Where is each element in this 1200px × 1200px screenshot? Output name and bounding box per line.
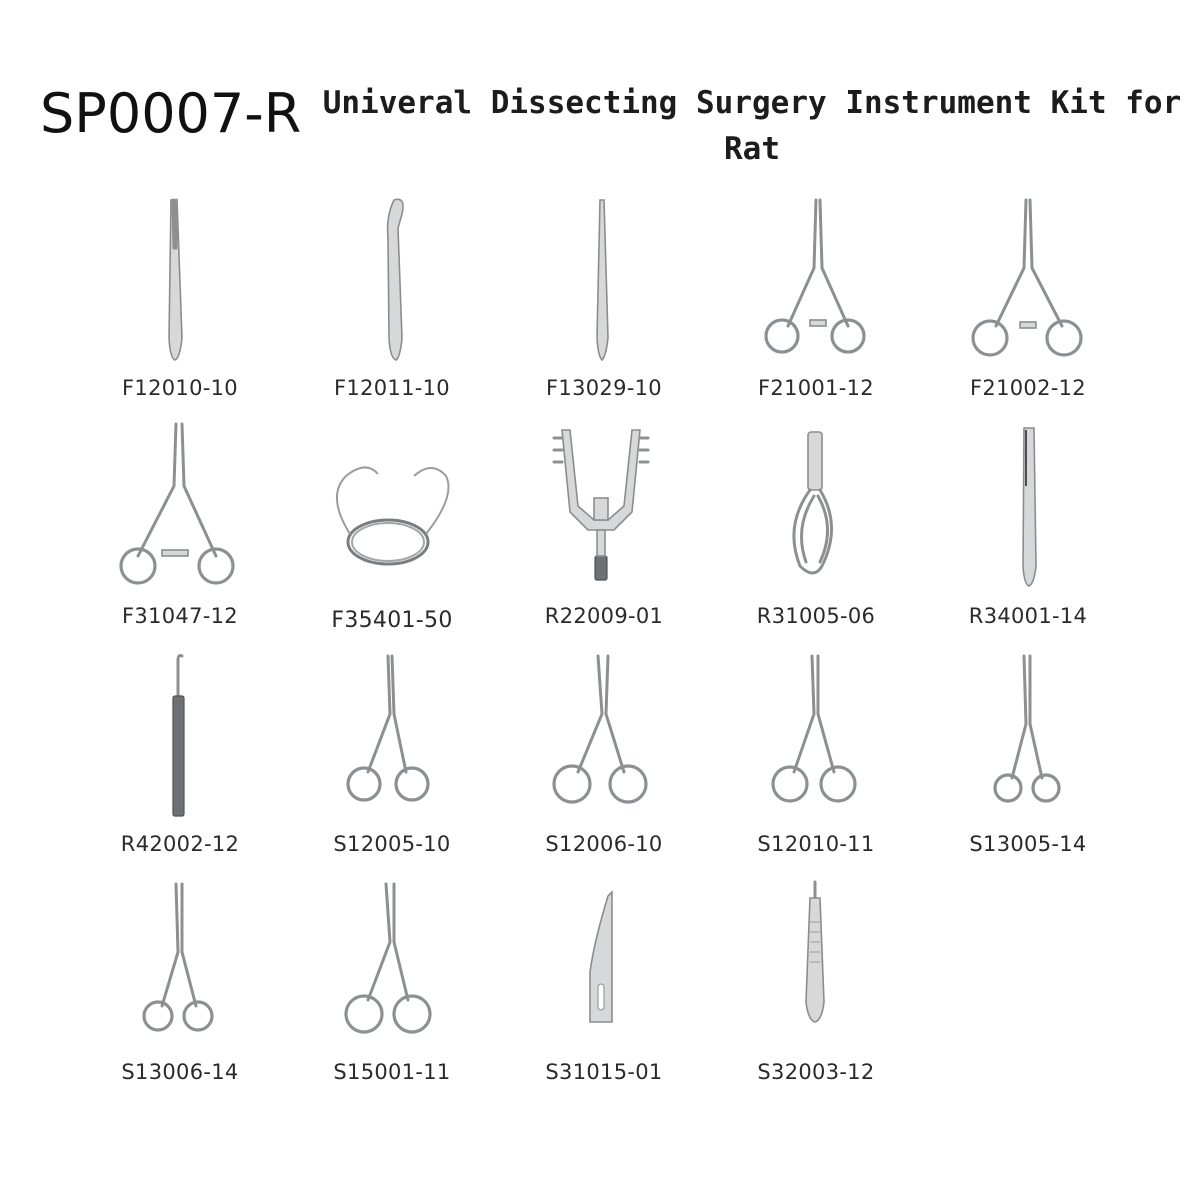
instrument-code: F31047-12 xyxy=(122,604,238,628)
instrument-code: R31005-06 xyxy=(756,604,876,628)
product-code: SP0007-R xyxy=(40,82,302,145)
instrument-code: S12005-10 xyxy=(333,832,451,856)
instrument-item: R22009-01 xyxy=(498,416,710,644)
instrument-item: S12005-10 xyxy=(286,644,498,872)
instrument-item: F31047-12 xyxy=(74,416,286,644)
instrument-item: S13005-14 xyxy=(922,644,1134,872)
instrument-item: R42002-12 xyxy=(74,644,286,872)
instrument-item: S32003-12 xyxy=(710,872,922,1100)
instrument-item: S12006-10 xyxy=(498,644,710,872)
instrument-item: S15001-11 xyxy=(286,872,498,1100)
instrument-code: F12010-10 xyxy=(122,376,238,400)
instrument-code: F21001-12 xyxy=(758,376,874,400)
instrument-code: F21002-12 xyxy=(970,376,1086,400)
instrument-code: S13006-14 xyxy=(121,1060,239,1084)
fine-tweezers-icon xyxy=(596,199,609,362)
instrument-item: F21002-12 xyxy=(922,188,1134,416)
instrument-code: R42002-12 xyxy=(120,832,240,856)
instrument-item: S13006-14 xyxy=(74,872,286,1100)
instrument-item: F35401-50 xyxy=(286,416,498,644)
instrument-code: R34001-14 xyxy=(968,604,1088,628)
instrument-item: S12010-11 xyxy=(710,644,922,872)
dressing-forceps-icon xyxy=(1022,427,1037,587)
instrument-code: S12010-11 xyxy=(757,832,875,856)
instrument-code: S15001-11 xyxy=(333,1060,451,1084)
curved-forceps-icon xyxy=(386,198,404,361)
instrument-item: F12011-10 xyxy=(286,188,498,416)
needle-holder-icon xyxy=(764,198,866,354)
instrument-code: S13005-14 xyxy=(969,832,1087,856)
scissors-icon xyxy=(346,654,430,802)
instrument-code: F35401-50 xyxy=(331,608,453,633)
instrument-code: F13029-10 xyxy=(546,376,662,400)
scalpel-blade-icon xyxy=(589,890,613,1023)
clip-icon xyxy=(792,431,833,575)
instrument-grid: F12010-10 F12011-10 F13029-10 F21001-12 xyxy=(74,188,1134,1100)
needle-holder-icon xyxy=(971,198,1083,357)
instrument-item: F13029-10 xyxy=(498,188,710,416)
scissors-icon xyxy=(771,654,857,803)
hemostat-icon xyxy=(119,422,235,585)
kit-title: Univeral Dissecting Surgery Instrument K… xyxy=(322,85,1182,167)
instrument-item: R31005-06 xyxy=(710,416,922,644)
instrument-item: F21001-12 xyxy=(710,188,922,416)
scissors-icon xyxy=(552,654,648,804)
hook-probe-icon xyxy=(172,654,185,817)
instrument-code: F12011-10 xyxy=(334,376,450,400)
scissors-icon xyxy=(344,882,432,1034)
instrument-code: S31015-01 xyxy=(545,1060,663,1084)
straight-forceps-icon xyxy=(168,198,183,361)
scalpel-handle-icon xyxy=(805,880,825,1023)
instrument-code: S32003-12 xyxy=(757,1060,875,1084)
instrument-item: R34001-14 xyxy=(922,416,1134,644)
long-scissors-icon xyxy=(142,882,214,1032)
instrument-item: F12010-10 xyxy=(74,188,286,416)
instrument-item: S31015-01 xyxy=(498,872,710,1100)
instrument-code: S12006-10 xyxy=(545,832,663,856)
long-scissors-icon xyxy=(993,654,1061,803)
suture-thread-icon xyxy=(335,466,450,566)
retractor-icon xyxy=(552,429,650,581)
instrument-code: R22009-01 xyxy=(544,604,664,628)
